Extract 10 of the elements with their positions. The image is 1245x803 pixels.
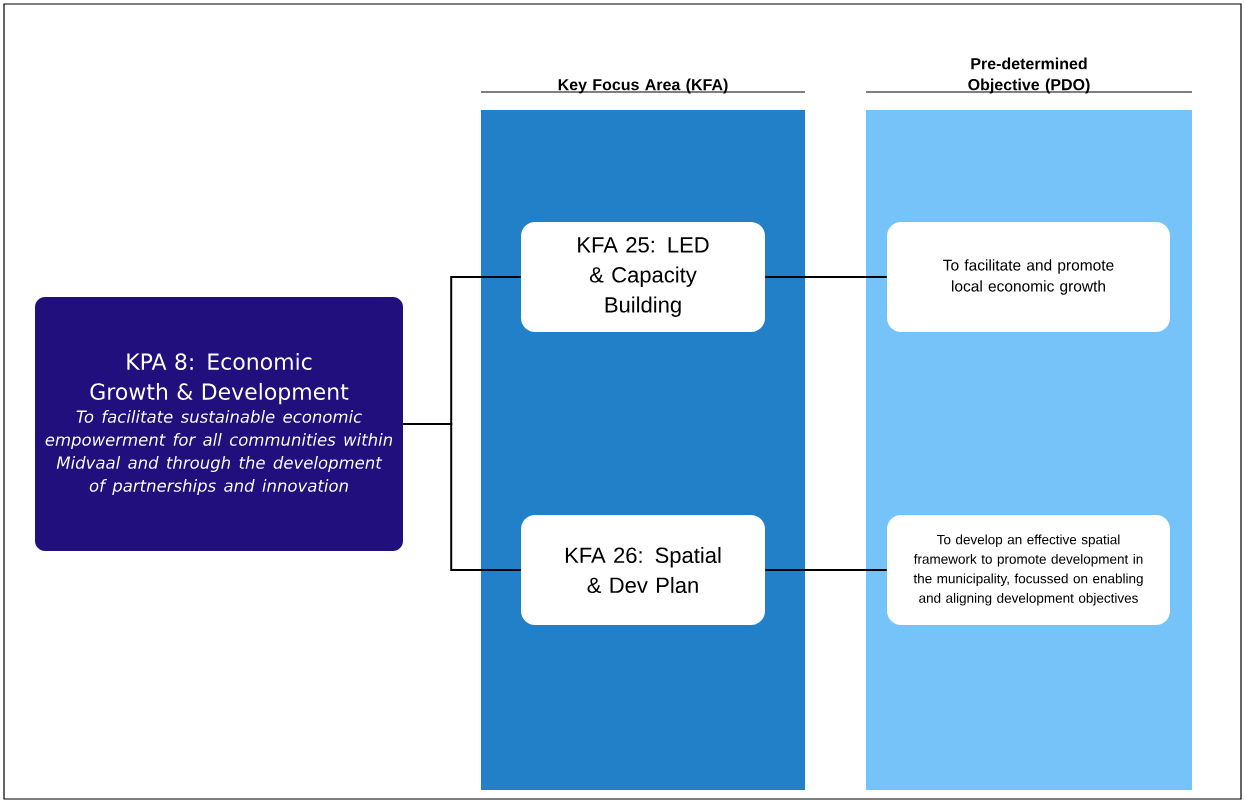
connector-line [764, 276, 888, 278]
goal-box: KPA 8: Economic Growth & Development To facilitate sustainable economic empowerment for all communities within Midvaal and through the development of partnerships and innovation [35, 297, 403, 551]
text-box: To facilitate and promote local economic growth [887, 222, 1170, 332]
text-box: KFA 25: LED & Capacity Building [521, 222, 765, 332]
node-label: Pre-determined Objective (PDO) [968, 57, 1090, 94]
text-box: To develop an effective spatial framework to promote development in the municipality, focussed on enabling and aligning development objectives [887, 515, 1170, 625]
connector-line [402, 423, 522, 571]
connector-line [764, 569, 888, 571]
node-label: Key Focus Area (KFA) [558, 78, 728, 94]
text-box: KFA 26: Spatial & Dev Plan [521, 515, 765, 625]
